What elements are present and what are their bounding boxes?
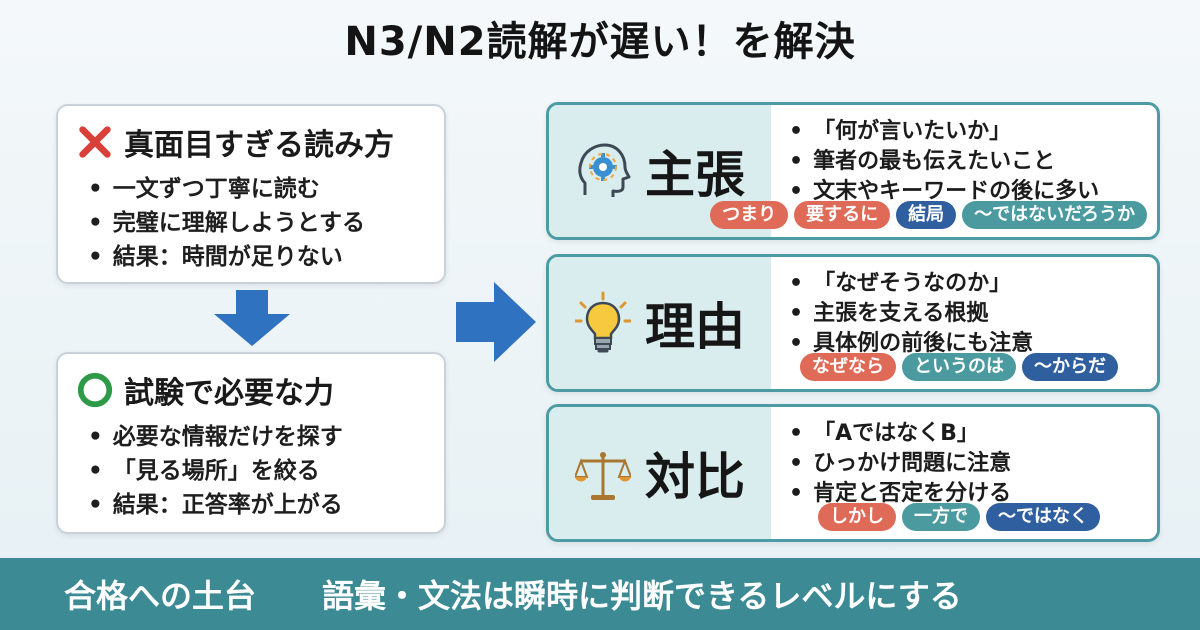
tag: 一方で [902,503,980,531]
tag: しかし [818,503,896,531]
tag: 〜ではなく [986,503,1100,531]
list-item: 「AではなくB」 [789,419,1145,449]
reason-details: 「なぜそうなのか」 主張を支える根拠 具体例の前後にも注意 なぜなら というのは… [771,257,1157,389]
list-item: 結果：時間が足りない [88,240,426,274]
tag: 〜からだ [1022,353,1118,381]
scales-icon [575,452,631,500]
list-item: 完璧に理解しようとする [88,206,426,240]
circle-icon [77,372,113,408]
bad-reading-card: 真面目すぎる読み方 一文ずつ丁寧に読む 完璧に理解しようとする 結果：時間が足り… [56,104,446,284]
tag: というのは [902,353,1016,381]
contrast-details: 「AではなくB」 ひっかけ問題に注意 肯定と否定を分ける しかし 一方で 〜では… [771,407,1157,539]
page-title: N3/N2読解が遅い！を解決 [344,19,856,65]
reason-card: 理由 「なぜそうなのか」 主張を支える根拠 具体例の前後にも注意 なぜなら とい… [546,254,1160,392]
list-item: 「見る場所」を絞る [88,454,426,488]
list-item: ひっかけ問題に注意 [789,449,1145,479]
reason-card-label: 理由 [549,257,771,389]
contrast-title: 対比 [645,448,745,506]
contrast-tags: しかし 一方で 〜ではなく [771,503,1147,531]
claim-card: 主張 「何が言いたいか」 筆者の最も伝えたいこと 文末やキーワードの後に多い つ… [546,102,1160,240]
cross-icon [79,126,111,158]
list-item: 具体例の前後にも注意 [789,329,1145,359]
reason-tags: なぜなら というのは 〜からだ [771,353,1147,381]
footer-text: 語彙・文法は瞬時に判断できるレベルにする [322,577,962,615]
bad-card-heading: 真面目すぎる読み方 [124,128,394,163]
reason-title: 理由 [645,298,745,356]
footer-banner: 合格への土台 語彙・文法は瞬時に判断できるレベルにする [0,558,1200,630]
bad-card-header: 真面目すぎる読み方 [76,120,426,164]
tag: なぜなら [800,353,896,381]
claim-card-label: 主張 [549,105,771,237]
claim-details: 「何が言いたいか」 筆者の最も伝えたいこと 文末やキーワードの後に多い つまり … [710,105,1157,237]
head-gear-icon [578,143,631,197]
footer-label: 合格への土台 [64,577,257,615]
list-item: 肯定と否定を分ける [789,479,1145,509]
tag: 要するに [794,201,891,229]
list-item: 結果：正答率が上がる [88,488,426,522]
claim-tags: つまり 要するに 結局 〜ではないだろうか [601,201,1147,229]
list-item: 「なぜそうなのか」 [789,269,1145,299]
good-card-header: 試験で必要な力 [76,368,426,412]
list-item: 一文ずつ丁寧に読む [88,172,426,206]
tag: 〜ではないだろうか [962,201,1147,229]
right-arrow-icon [456,282,536,362]
good-card-list: 必要な情報だけを探す 「見る場所」を絞る 結果：正答率が上がる [76,420,426,522]
claim-title: 主張 [645,146,745,204]
good-card-heading: 試験で必要な力 [124,376,334,411]
tag: 結局 [896,201,957,229]
down-arrow-icon [214,290,290,346]
contrast-card: 対比 「AではなくB」 ひっかけ問題に注意 肯定と否定を分ける しかし 一方で … [546,404,1160,542]
list-item: 主張を支える根拠 [789,299,1145,329]
list-item: 文末やキーワードの後に多い [789,177,1145,207]
list-item: 「何が言いたいか」 [789,117,1145,147]
good-reading-card: 試験で必要な力 必要な情報だけを探す 「見る場所」を絞る 結果：正答率が上がる [56,352,446,534]
bad-card-list: 一文ずつ丁寧に読む 完璧に理解しようとする 結果：時間が足りない [76,172,426,274]
lightbulb-icon [575,291,631,353]
list-item: 筆者の最も伝えたいこと [789,147,1145,177]
list-item: 必要な情報だけを探す [88,420,426,454]
tag: つまり [710,201,789,229]
contrast-card-label: 対比 [549,407,771,539]
